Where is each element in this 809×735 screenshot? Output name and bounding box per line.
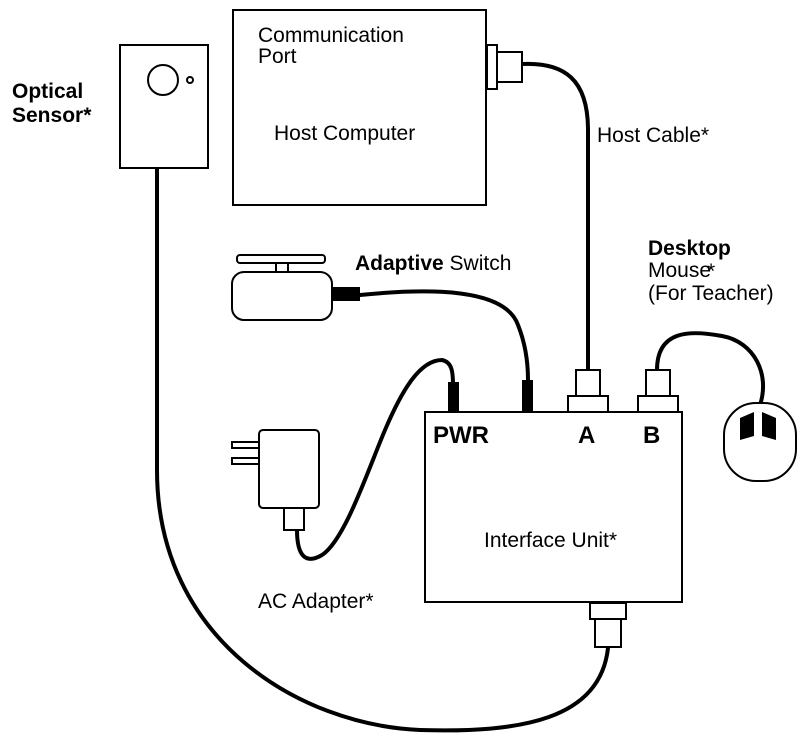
optical-sensor [119,44,209,169]
interface-unit: PWR A B Interface Unit* [424,411,683,603]
sensor-led-icon [186,76,194,84]
mouse-right-button-icon [762,412,776,440]
adapter-prong-top [231,441,261,449]
desktop-mouse-label-line2: Mouse [648,259,711,282]
switch-plug [522,380,533,412]
sensor-lens-icon [147,64,179,96]
desktop-mouse-label-star: * [707,260,715,283]
port-a-label: A [578,422,595,449]
ac-adapter [231,429,320,531]
adaptive-switch-label-bold: Adaptive [355,252,444,275]
desktop-mouse-label-line3: (For Teacher) [648,282,774,305]
adaptive-switch-label: Adaptive Switch [355,252,511,275]
port-b-db-connector [637,369,679,413]
port-b-label: B [643,422,660,449]
comm-port-label-line2: Port [258,45,297,68]
host-computer-label: Host Computer [274,122,415,145]
sensor-cable [155,166,610,733]
host-db-connector [486,44,523,90]
bottom-db-connector [589,602,627,648]
adaptive-switch [231,254,360,321]
host-cable [520,61,590,372]
mouse-left-button-icon [740,412,754,440]
host-computer: Communication Port Host Computer [232,9,487,206]
host-cable-label: Host Cable* [597,124,709,147]
optical-sensor-label-line1: Optical [12,80,83,103]
comm-port-label-line1: Communication [258,24,404,47]
desktop-mouse [723,402,797,482]
power-cable [295,358,455,561]
ac-adapter-label: AC Adapter* [258,590,374,613]
pwr-plug [448,382,459,412]
adapter-prong-bottom [231,457,261,465]
port-pwr-label: PWR [433,422,489,449]
port-a-db-connector [567,369,609,413]
optical-sensor-label-line2: Sensor* [12,104,92,127]
mouse-cable [655,331,766,407]
desktop-mouse-label-line1: Desktop [648,237,731,260]
switch-cable [358,289,530,382]
adaptive-switch-label-rest: Switch [444,252,512,275]
interface-unit-label: Interface Unit* [484,529,617,552]
